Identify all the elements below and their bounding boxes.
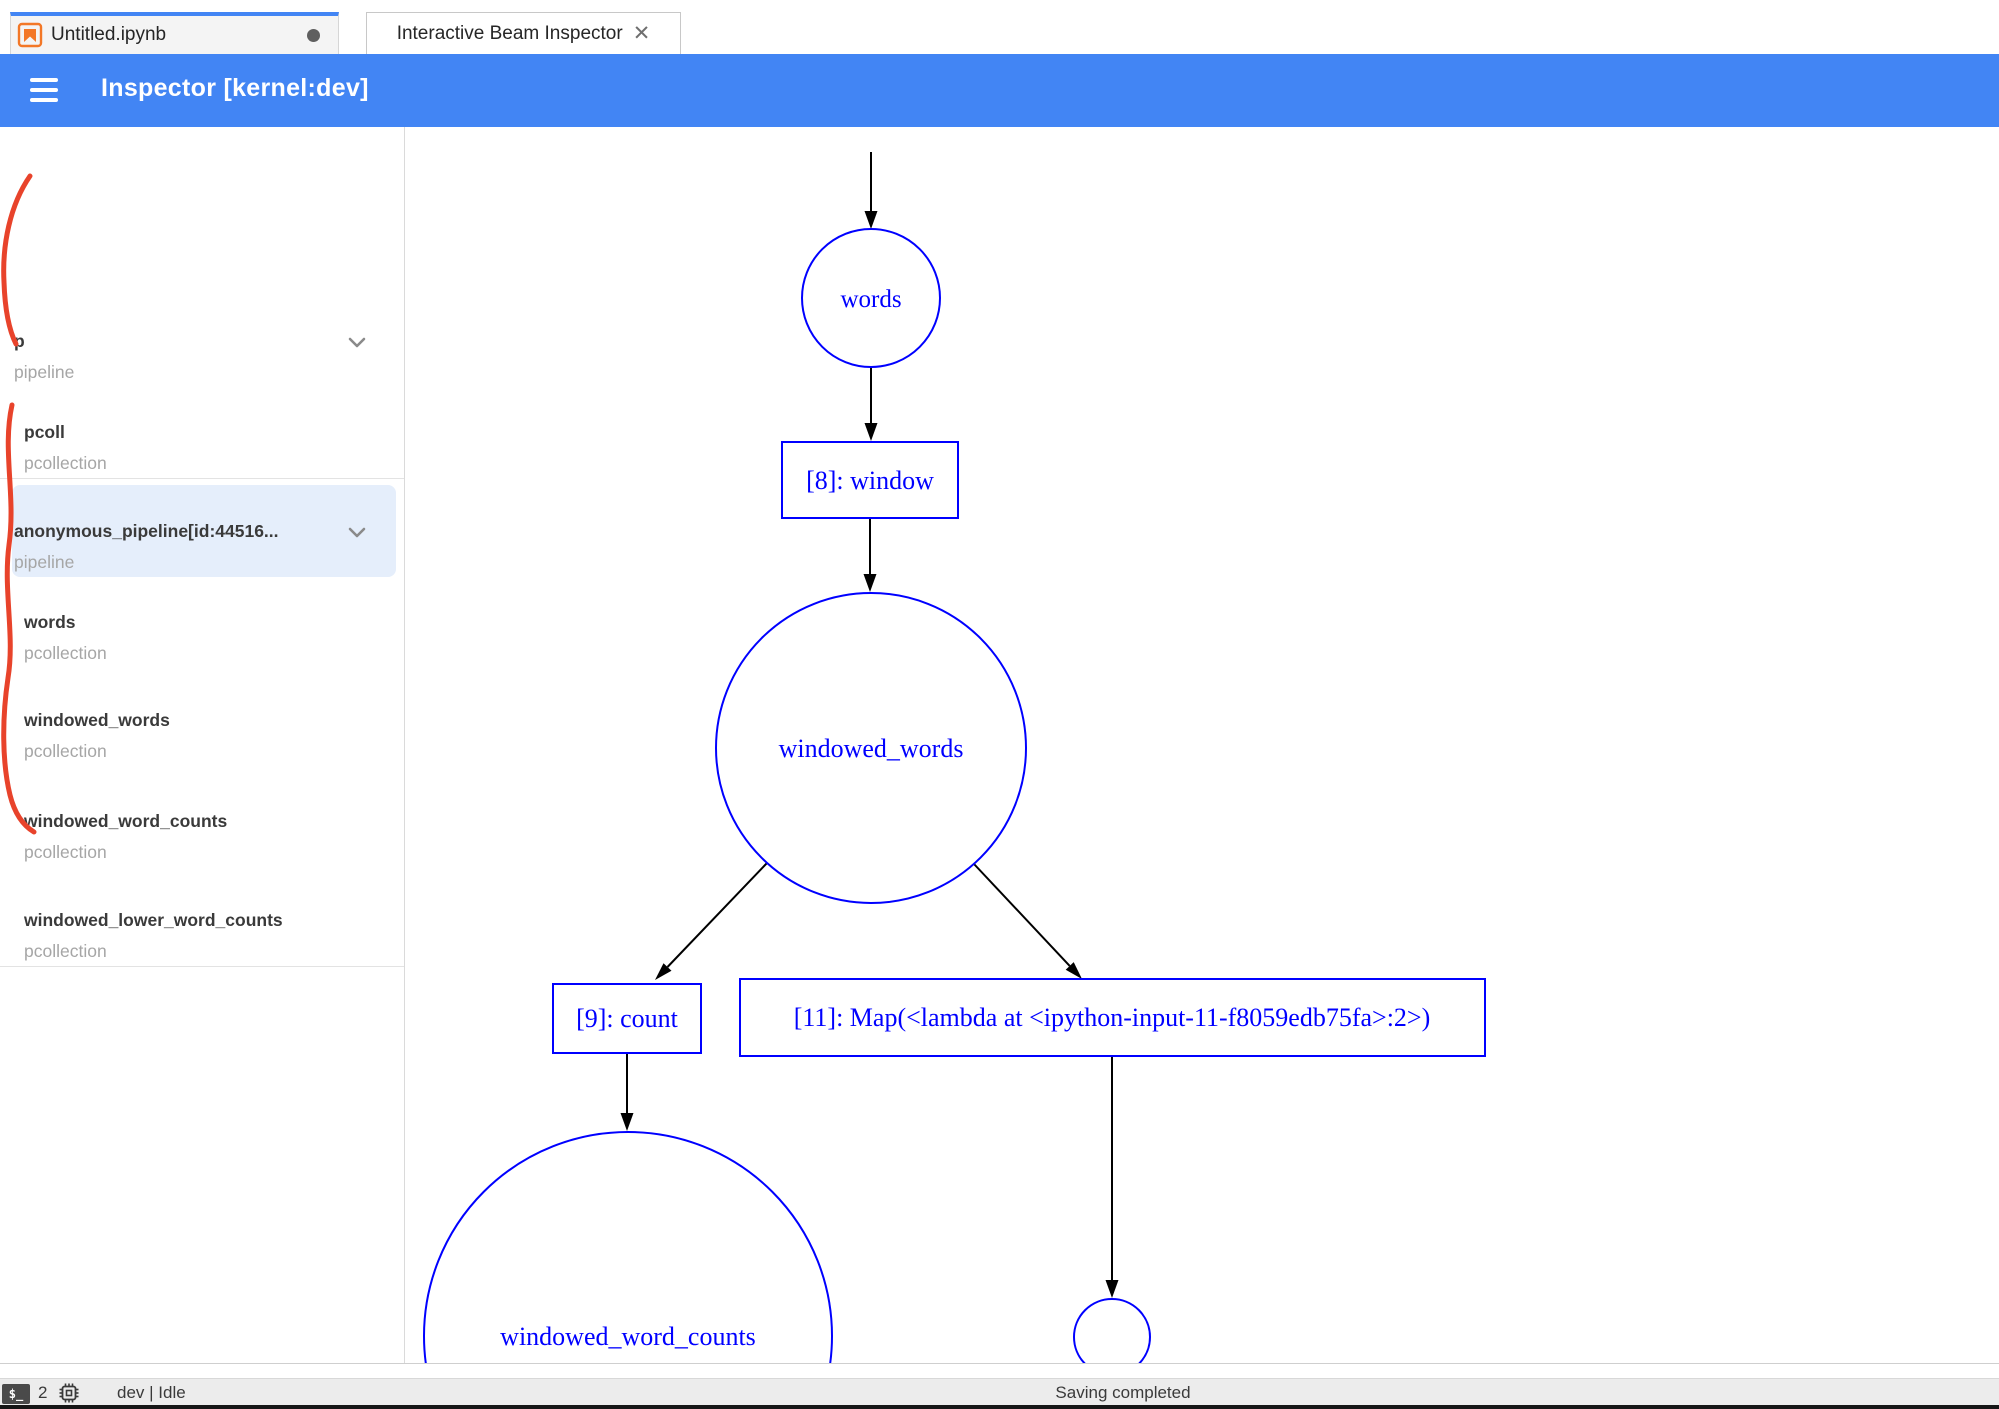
kernel-status[interactable]: dev | Idle (117, 1383, 186, 1402)
item-type: pcollection (24, 941, 107, 961)
pipeline-sidebar: p pipeline pcoll pcollection anonymous_p… (0, 127, 404, 1363)
node-map-transform (739, 978, 1486, 1057)
close-icon[interactable]: ✕ (632, 22, 651, 45)
tab-notebook[interactable]: Untitled.ipynb (10, 12, 339, 54)
tab-inspector-label: Interactive Beam Inspector (396, 22, 623, 44)
inspector-appbar: Inspector [kernel:dev] (0, 54, 1999, 127)
sidebar-item-windowed-words[interactable]: windowed_words pcollection (0, 707, 404, 765)
node-windowed-words (715, 592, 1027, 904)
item-name: windowed_words (24, 710, 170, 730)
node-windowed-words-label: windowed_words (779, 734, 964, 763)
menu-icon[interactable] (30, 78, 58, 103)
main-area-bottom-border (0, 1363, 1999, 1364)
node-count-transform (552, 983, 702, 1054)
graph-arrowheads (620, 211, 1119, 1298)
terminals-count[interactable]: 2 (38, 1383, 48, 1402)
node-windowed-word-counts (423, 1131, 833, 1363)
sidebar-divider (0, 966, 404, 967)
item-type: pipeline (14, 362, 75, 382)
item-name: p (14, 331, 25, 351)
node-window-transform (781, 441, 959, 519)
sidebar-item-windowed-lower-word-counts[interactable]: windowed_lower_word_counts pcollection (0, 907, 404, 965)
kernel-chip-icon[interactable] (58, 1382, 80, 1404)
item-name: windowed_lower_word_counts (24, 910, 283, 930)
graph-edges (626, 152, 1113, 1280)
node-words-label: words (840, 286, 901, 313)
inspector-title: Inspector [kernel:dev] (101, 74, 369, 102)
item-type: pcollection (24, 453, 107, 473)
item-name: pcoll (24, 422, 65, 442)
tab-bar: Untitled.ipynb Interactive Beam Inspecto… (0, 0, 1999, 54)
item-name: anonymous_pipeline[id:44516... (14, 521, 279, 541)
beam-pipeline-graph: words [8]: window windowed_words [9]: co… (423, 152, 1486, 1363)
item-type: pcollection (24, 842, 107, 862)
tab-notebook-label: Untitled.ipynb (51, 24, 167, 45)
notebook-icon (17, 22, 43, 48)
status-bar: $_ 2 dev | Idle Saving completed (0, 1378, 1999, 1406)
item-type: pipeline (14, 552, 75, 572)
sidebar-divider (0, 478, 404, 479)
item-name: words (24, 612, 76, 632)
chevron-down-icon[interactable] (344, 519, 370, 545)
node-unnamed-pcollection (1073, 1298, 1151, 1363)
sidebar-item-words[interactable]: words pcollection (0, 609, 404, 667)
node-words (801, 228, 941, 368)
selected-item-highlight (12, 485, 396, 577)
node-count-transform-label: [9]: count (576, 1004, 679, 1033)
tab-inspector[interactable]: Interactive Beam Inspector ✕ (366, 12, 681, 54)
unsaved-changes-dot (307, 28, 320, 42)
sidebar-item-pcoll[interactable]: pcoll pcollection (0, 419, 404, 477)
sidebar-graph-divider (404, 127, 405, 1364)
chevron-down-icon[interactable] (344, 329, 370, 355)
sidebar-item-windowed-word-counts[interactable]: windowed_word_counts pcollection (0, 808, 404, 866)
window-bottom-edge (0, 1405, 1999, 1409)
node-window-transform-label: [8]: window (806, 466, 934, 495)
status-message: Saving completed (1055, 1383, 1191, 1402)
node-map-transform-label: [11]: Map(<lambda at <ipython-input-11-f… (794, 1003, 1431, 1032)
item-type: pcollection (24, 741, 107, 761)
terminal-icon[interactable]: $_ (2, 1384, 30, 1404)
item-type: pcollection (24, 643, 107, 663)
node-windowed-word-counts-label: windowed_word_counts (500, 1322, 756, 1351)
item-name: windowed_word_counts (24, 811, 228, 831)
